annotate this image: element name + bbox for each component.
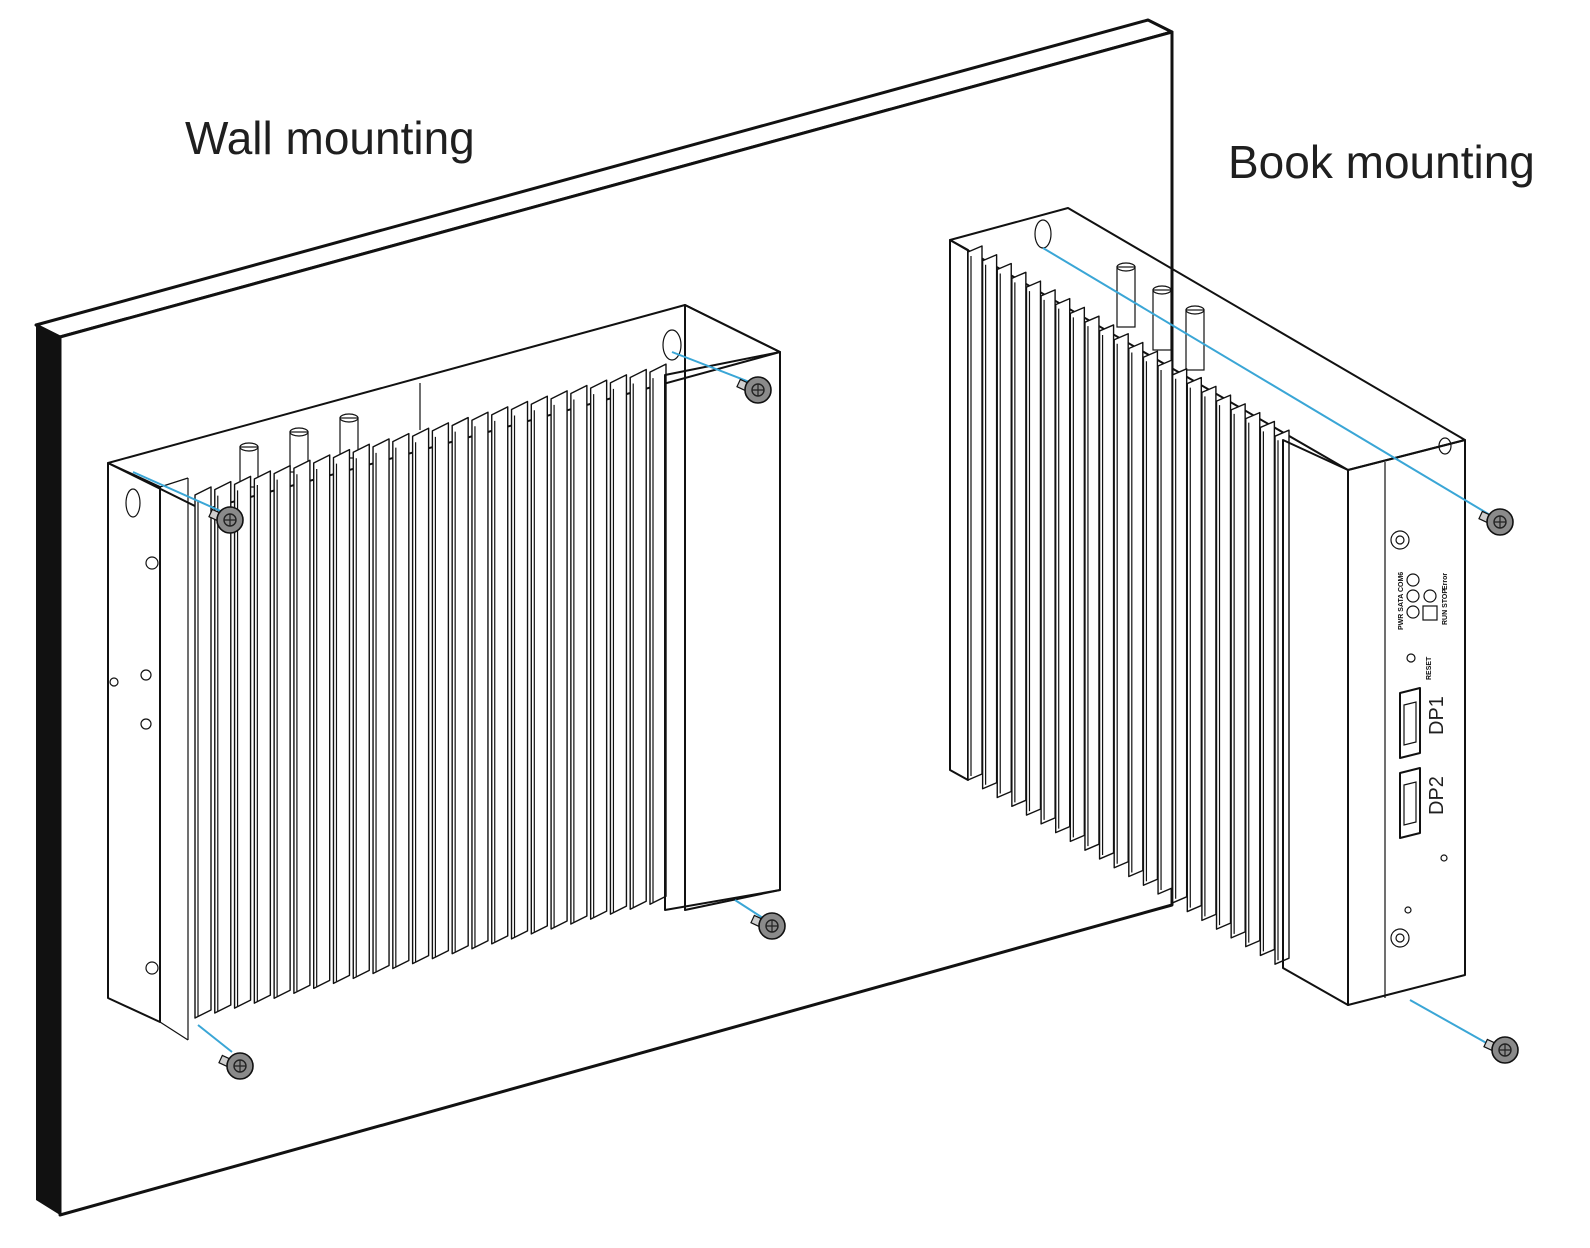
guide-line [132, 471, 226, 514]
heatsink-fin [253, 470, 272, 1004]
wall-mounted-unit [107, 304, 781, 1041]
book-mounted-unit: PWR SATA COM6 RUN STOP Error RESET DP1 D… [949, 207, 1466, 1006]
dp2-label: DP2 [1426, 776, 1448, 815]
screw-guide-lines [132, 247, 1491, 1053]
heatsink-fin [550, 390, 568, 930]
heatsink-fin [981, 254, 998, 790]
guide-line [197, 1024, 233, 1053]
heatsink-fin [1055, 297, 1071, 834]
screw [736, 376, 772, 404]
heatsink-fins [194, 363, 667, 1019]
heatsink-fin [1171, 368, 1188, 904]
dp1-label: DP1 [1426, 696, 1448, 735]
heatsink-fin [629, 368, 647, 910]
heatsink-fin [996, 262, 1012, 799]
heatsink-fin [1142, 350, 1159, 886]
heatsink-fin [570, 384, 588, 925]
screw [750, 912, 786, 940]
heatsink-fin [530, 395, 549, 935]
heatsink-fin [451, 416, 469, 955]
run-stop-label: RUN STOP [1442, 589, 1449, 625]
wall-mounting-label: Wall mounting [185, 112, 475, 164]
screw [1478, 508, 1514, 536]
heatsink-fin [233, 475, 252, 1009]
heatsink-fin [352, 443, 370, 980]
heatsink-fin [194, 486, 212, 1019]
guide-line [671, 351, 753, 384]
heatsink-fin [1025, 280, 1042, 816]
heatsink-fin [312, 454, 331, 990]
heatsink-fin [293, 459, 311, 994]
heatsink-fin [431, 422, 450, 960]
heatsink-fin [1245, 411, 1261, 948]
guide-line [1409, 999, 1491, 1046]
heatsink-fin [392, 432, 410, 970]
error-label: Error [1442, 573, 1449, 590]
heatsink-fin [332, 448, 351, 985]
heatsink-fin [491, 406, 509, 945]
screw [218, 1052, 254, 1080]
heatsink-fin [510, 400, 529, 940]
heatsink-fin [214, 480, 232, 1014]
heatsink-fin [1215, 394, 1232, 930]
heatsink-fin [1084, 315, 1100, 851]
heatsink-fin [1230, 403, 1246, 939]
screw [208, 506, 244, 534]
book-mounting-label: Book mounting [1228, 136, 1535, 188]
heatsink-fin [1186, 376, 1202, 913]
heatsink-fin [589, 379, 608, 920]
heatsink-fin [1011, 271, 1027, 808]
heatsink-fin [1098, 324, 1115, 860]
reset-label: RESET [1426, 656, 1433, 680]
heatsink-fin [1128, 341, 1144, 878]
heatsink-fin [1040, 289, 1056, 825]
heatsink-fin [273, 464, 291, 999]
heatsink-fin [967, 245, 983, 781]
screws [208, 376, 1519, 1080]
heatsink-fin [372, 438, 390, 975]
heatsink-fin [609, 374, 628, 915]
heatsink-fin [1113, 333, 1129, 869]
heatsink-fin [1069, 306, 1086, 843]
heatsink-fin [1259, 420, 1276, 957]
guide-line [734, 899, 767, 921]
heatsink-fin [1157, 359, 1173, 895]
led-header-label: PWR SATA COM6 [1398, 572, 1405, 630]
heatsink-fin [411, 427, 430, 965]
heatsink-fin [1201, 385, 1217, 922]
guide-line [1042, 247, 1491, 516]
heatsink-fin [471, 411, 489, 950]
screw [1483, 1036, 1519, 1064]
